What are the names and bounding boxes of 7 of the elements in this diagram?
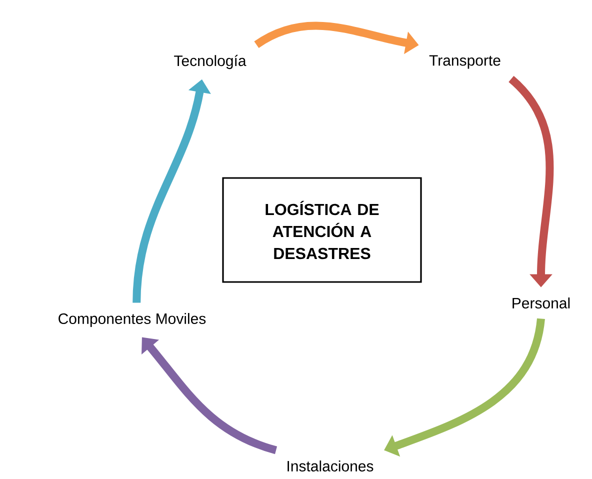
stage-label: Personal	[512, 297, 570, 308]
stage-label: Componentes Moviles	[58, 313, 206, 327]
title-box: LOGÍSTICA DE ATENCIÓN A DESASTRES	[222, 177, 422, 283]
stage-label: Tecnología	[174, 54, 246, 70]
stage-label: Transporte	[429, 55, 500, 69]
curved-arrow	[142, 337, 278, 454]
stage-label: Instalaciones	[288, 460, 374, 472]
